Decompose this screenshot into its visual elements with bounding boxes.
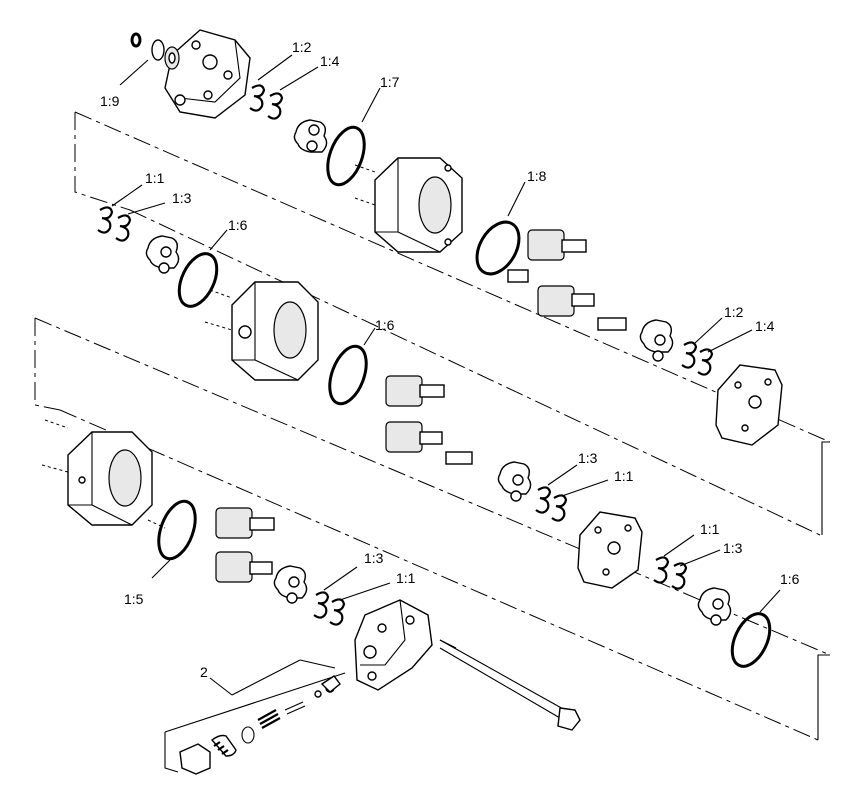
assembly-guide-lines	[34, 111, 831, 773]
gear-housing-middle	[204, 281, 319, 381]
gear-set-middle	[385, 375, 473, 465]
bearing-block-2	[145, 235, 180, 274]
adapter-plate-center	[577, 511, 643, 589]
callout-1-1-center: 1:1	[614, 468, 634, 484]
gear-set-upper	[507, 229, 627, 331]
gear-housing-lower	[41, 419, 166, 529]
callout-1-3-lower: 1:3	[364, 550, 384, 566]
tie-bolt	[439, 639, 581, 731]
callout-1-9: 1:9	[100, 93, 120, 109]
callout-1-1-upper: 1:1	[145, 170, 165, 186]
gear-housing-upper	[354, 157, 463, 253]
bearing-block-5	[273, 565, 308, 604]
callout-1-2-right: 1:2	[724, 304, 744, 320]
callout-1-7: 1:7	[380, 74, 400, 90]
front-cover	[354, 599, 433, 691]
bearing-block-6	[697, 587, 732, 626]
callout-1-2-top: 1:2	[292, 39, 312, 55]
callout-1-3-right: 1:3	[723, 540, 743, 556]
bearing-block-3	[639, 319, 674, 362]
callout-1-3-center: 1:3	[578, 450, 598, 466]
callout-1-4-right: 1:4	[755, 318, 775, 334]
callout-1-1-right: 1:1	[700, 521, 720, 537]
callout-labels: 1:9 1:2 1:4 1:7 1:8 1:1 1:3 1:6 1:6 1:2 …	[100, 39, 800, 680]
o-rings	[157, 125, 772, 668]
relief-valve	[179, 675, 341, 775]
ring-pairs	[97, 206, 714, 626]
callout-1-1-lower: 1:1	[396, 570, 416, 586]
callout-1-6-middle: 1:6	[375, 317, 395, 333]
adapter-plate-right	[715, 364, 783, 446]
shaft-seal	[130, 32, 180, 70]
gear-set-lower	[215, 507, 275, 583]
callout-1-8: 1:8	[527, 168, 547, 184]
callout-1-4-top: 1:4	[320, 53, 340, 69]
backup-ring-pair-top	[249, 84, 284, 120]
bearing-block-1	[293, 119, 328, 153]
callout-2: 2	[200, 664, 208, 680]
rear-cover-top	[164, 29, 251, 119]
bearing-block-4	[497, 461, 532, 502]
callout-1-6-upper: 1:6	[228, 217, 248, 233]
callout-1-5: 1:5	[124, 591, 144, 607]
callout-1-6-lower: 1:6	[780, 571, 800, 587]
callout-leaders	[111, 54, 781, 696]
callout-1-3-upper: 1:3	[172, 190, 192, 206]
